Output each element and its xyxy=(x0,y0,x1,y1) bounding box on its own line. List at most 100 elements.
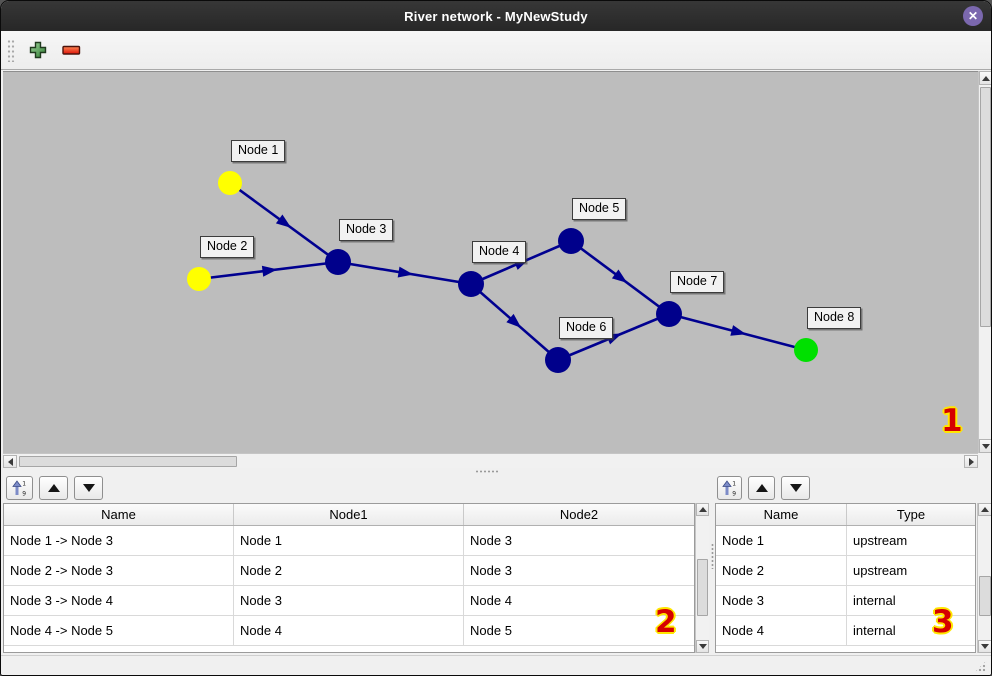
canvas-vscroll-thumb[interactable] xyxy=(980,87,991,327)
nodes-vscroll-thumb[interactable] xyxy=(979,576,991,616)
node-label: Node 1 xyxy=(231,140,286,162)
titlebar: River network - MyNewStudy ✕ xyxy=(1,1,991,31)
nodes-table-cell[interactable]: internal xyxy=(853,623,896,638)
resize-grip[interactable] xyxy=(974,660,987,673)
links-table-cell[interactable]: Node 3 -> Node 4 xyxy=(4,586,234,615)
nodes-table-row[interactable]: Node 3 internal xyxy=(716,586,975,616)
river-node-node-4[interactable] xyxy=(458,271,484,297)
nodes-table-row[interactable]: Node 4 internal xyxy=(716,616,975,646)
river-node-node-1[interactable] xyxy=(218,171,242,195)
sort-ascending-icon: 1 9 xyxy=(12,480,26,496)
node-label: Node 4 xyxy=(472,241,527,263)
river-node-node-3[interactable] xyxy=(325,249,351,275)
links-table-cell[interactable]: Node 2 xyxy=(234,556,464,585)
links-vscroll-thumb[interactable] xyxy=(697,559,708,616)
scroll-right-button[interactable] xyxy=(964,455,978,468)
edge-arrow-icon xyxy=(397,266,414,278)
links-table-header-node1[interactable]: Node1 xyxy=(234,504,464,525)
river-node-node-8[interactable] xyxy=(794,338,818,362)
links-table-cell[interactable]: Node 2 -> Node 3 xyxy=(4,556,234,585)
down-arrow-icon xyxy=(698,644,707,649)
nodes-table-cell[interactable]: internal xyxy=(853,593,896,608)
svg-text:9: 9 xyxy=(22,490,26,496)
scroll-up-button[interactable] xyxy=(979,71,991,85)
node-label: Node 2 xyxy=(200,236,255,258)
links-table-cell[interactable]: Node 4 xyxy=(234,616,464,645)
down-triangle-icon xyxy=(82,484,95,492)
plus-icon xyxy=(29,41,47,59)
scroll-down-button[interactable] xyxy=(978,640,991,653)
nodes-move-up-button[interactable] xyxy=(748,476,775,500)
svg-text:1: 1 xyxy=(732,480,736,487)
nodes-table-vscrollbar[interactable] xyxy=(977,503,991,653)
add-node-button[interactable] xyxy=(25,37,51,63)
up-arrow-icon xyxy=(981,507,989,512)
links-table-cell[interactable]: Node 4 -> Node 5 xyxy=(4,616,234,645)
down-arrow-icon xyxy=(981,443,990,449)
canvas-vscrollbar[interactable] xyxy=(978,71,991,453)
nodes-table-cell[interactable]: Node 1 xyxy=(716,526,847,555)
scroll-down-button[interactable] xyxy=(696,640,709,653)
river-node-node-6[interactable] xyxy=(545,347,571,373)
links-table-header-node2[interactable]: Node2 xyxy=(559,507,599,522)
svg-text:1: 1 xyxy=(22,480,26,487)
annotation-1: 1 xyxy=(941,403,963,439)
scroll-down-button[interactable] xyxy=(979,439,991,453)
close-button[interactable]: ✕ xyxy=(963,6,983,26)
node-label: Node 6 xyxy=(559,317,614,339)
links-panel-toolbar: 1 9 xyxy=(6,476,103,500)
splitter-dots-icon xyxy=(475,470,499,473)
nodes-sort-button[interactable]: 1 9 xyxy=(717,476,742,500)
splitter-dots-icon xyxy=(711,543,714,569)
links-table-cell[interactable]: Node 1 -> Node 3 xyxy=(4,526,234,555)
nodes-table-cell[interactable]: Node 2 xyxy=(716,556,847,585)
nodes-move-down-button[interactable] xyxy=(781,476,810,500)
toolbar-drag-handle[interactable] xyxy=(7,38,15,62)
nodes-table-header-type[interactable]: Type xyxy=(896,507,926,522)
links-table-cell[interactable]: Node 3 xyxy=(234,586,464,615)
nodes-table-cell[interactable]: Node 4 xyxy=(716,616,847,645)
remove-node-button[interactable] xyxy=(58,37,84,63)
status-bar xyxy=(1,655,991,675)
up-triangle-icon xyxy=(755,484,768,492)
links-table-vscrollbar[interactable] xyxy=(695,503,709,653)
links-move-up-button[interactable] xyxy=(39,476,68,500)
links-table-cell[interactable]: Node 1 xyxy=(234,526,464,555)
close-icon: ✕ xyxy=(967,9,979,23)
scroll-left-button[interactable] xyxy=(3,455,17,468)
splitter-horizontal[interactable] xyxy=(1,468,991,474)
nodes-table-header-name[interactable]: Name xyxy=(716,504,847,525)
river-node-node-7[interactable] xyxy=(656,301,682,327)
up-triangle-icon xyxy=(47,484,60,492)
links-table-cell[interactable]: Node 5 xyxy=(470,623,512,638)
canvas-hscroll-thumb[interactable] xyxy=(19,456,237,467)
nodes-table-row[interactable]: Node 2 upstream xyxy=(716,556,975,586)
links-table-cell[interactable]: Node 4 xyxy=(470,593,512,608)
svg-text:9: 9 xyxy=(732,490,736,496)
scroll-up-button[interactable] xyxy=(978,503,991,516)
up-arrow-icon xyxy=(698,507,707,512)
node-label: Node 8 xyxy=(807,307,862,329)
links-sort-button[interactable]: 1 9 xyxy=(6,476,33,500)
river-node-node-2[interactable] xyxy=(187,267,211,291)
splitter-vertical[interactable] xyxy=(709,503,715,653)
canvas-hscrollbar[interactable] xyxy=(3,453,978,468)
nodes-table-header-row: Name Type xyxy=(716,504,975,526)
river-node-node-5[interactable] xyxy=(558,228,584,254)
nodes-table-row[interactable]: Node 1 upstream xyxy=(716,526,975,556)
nodes-table-cell[interactable]: upstream xyxy=(853,533,908,548)
scroll-up-button[interactable] xyxy=(696,503,709,516)
nodes-table-cell[interactable]: Node 3 xyxy=(716,586,847,615)
links-table-header-name[interactable]: Name xyxy=(4,504,234,525)
nodes-table-cell[interactable]: upstream xyxy=(853,563,908,578)
links-move-down-button[interactable] xyxy=(74,476,103,500)
links-table-cell[interactable]: Node 3 xyxy=(470,563,512,578)
links-table-cell[interactable]: Node 3 xyxy=(470,533,512,548)
